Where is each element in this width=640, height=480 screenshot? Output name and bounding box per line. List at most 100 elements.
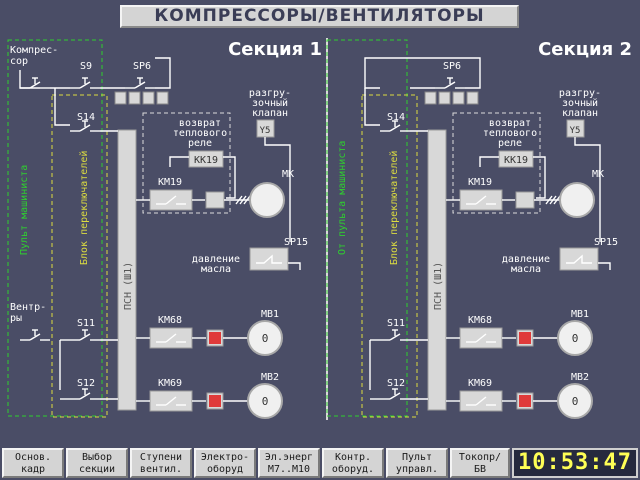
phase-mark: [545, 195, 553, 205]
footer-toolbar: Основ. кадр Выбор секции Ступени вентил.…: [0, 447, 640, 480]
switch-s9[interactable]: [70, 77, 100, 89]
contactor-km68[interactable]: [149, 327, 193, 349]
compressor-motor: [249, 182, 285, 218]
wire: [364, 57, 465, 89]
unload-valve-y5-label: Y5: [570, 126, 581, 136]
fuse-terminal: [438, 91, 451, 105]
switch-s14[interactable]: [70, 120, 100, 132]
fans-label-2: ры: [10, 313, 22, 324]
phase-mark: [239, 195, 247, 205]
compressor-label-2: сор: [10, 56, 28, 67]
footer-button-main-frame[interactable]: Основ. кадр: [2, 448, 64, 478]
switch-blade: [79, 124, 91, 132]
fuse-terminal: [142, 91, 155, 105]
fan1-motor-label: МВ1: [261, 309, 279, 320]
fans-pushbutton[interactable]: [20, 329, 50, 341]
thermal-relay-kk19-label: КК19: [194, 155, 218, 166]
wire: [465, 57, 481, 89]
unload-valve-label: разгру-: [559, 88, 601, 99]
thermal-relay-box: [142, 112, 231, 214]
switch-s12-label: S12: [77, 378, 95, 389]
switch-s11-label: S11: [387, 318, 405, 329]
fan1-motor: [247, 320, 283, 356]
relay-return-label-3: реле: [188, 138, 212, 149]
contactor-km68[interactable]: [459, 327, 503, 349]
footer-button-electrical-equipment[interactable]: Электро- оборуд: [194, 448, 256, 478]
psn-bus-label: ПСН (Ш1): [433, 262, 444, 310]
fan2-motor-label: МВ2: [571, 372, 589, 383]
wire: [19, 70, 40, 89]
wire: [574, 137, 601, 242]
compressor-motor: [559, 182, 595, 218]
wire: [533, 156, 546, 199]
footer-button-pantograph-breaker[interactable]: Токопр/ БВ: [450, 448, 510, 478]
contactor-km69-label: КМ69: [158, 378, 182, 389]
switch-blade: [29, 333, 41, 341]
section-title: Секция 2: [538, 39, 632, 60]
switch-sp6-label: SP6: [443, 61, 461, 72]
switch-blade: [79, 333, 91, 341]
footer-button-section-select[interactable]: Выбор секции: [66, 448, 128, 478]
contactor-km68-label: КМ68: [468, 315, 492, 326]
fuse-terminal: [128, 91, 141, 105]
fan2-motor-state: 0: [572, 395, 579, 408]
page-title: КОМПРЕССОРЫ/ВЕНТИЛЯТОРЫ: [120, 5, 519, 28]
switch-s12[interactable]: [70, 388, 100, 400]
footer-button-control-panel[interactable]: Пульт управл.: [386, 448, 448, 478]
wire: [54, 88, 70, 126]
wire: [479, 156, 499, 167]
relay-return-label-3: реле: [498, 138, 522, 149]
oil-pressure-switch-label: SP15: [594, 237, 618, 248]
oil-pressure-label-2: масла: [511, 264, 541, 275]
oil-pressure-label: давление: [192, 254, 240, 265]
switch-s11[interactable]: [70, 329, 100, 341]
contactor-km69[interactable]: [459, 390, 503, 412]
footer-button-equipment-control[interactable]: Контр. оборуд.: [322, 448, 384, 478]
psn-bus: [117, 129, 137, 411]
fuse-terminal: [156, 91, 169, 105]
contactor-km69-label: КМ69: [468, 378, 492, 389]
contact: [165, 195, 177, 205]
switch-blade: [79, 81, 91, 89]
fan2-motor-label: МВ2: [261, 372, 279, 383]
switch-s11[interactable]: [380, 329, 410, 341]
remote-panel-label: Пульт машиниста: [19, 165, 30, 255]
switch-s12-label: S12: [387, 378, 405, 389]
fuse-terminal: [114, 91, 127, 105]
footer-button-energy-meters[interactable]: Эл.энерг М7..М10: [258, 448, 320, 478]
thermal-relay-kk19[interactable]: [498, 150, 534, 168]
fan1-motor: [557, 320, 593, 356]
thermal-relay-kk19[interactable]: [188, 150, 224, 168]
compressor-relay: [205, 191, 225, 209]
contactor-km19[interactable]: [149, 189, 193, 211]
switch-s14[interactable]: [380, 120, 410, 132]
switch-sp6[interactable]: [435, 77, 465, 89]
switch-sp6[interactable]: [125, 77, 155, 89]
switch-block-label: Блок переключателей: [388, 151, 400, 265]
oil-pressure-label-2: масла: [201, 264, 231, 275]
compressor-pushbutton[interactable]: [20, 77, 50, 89]
fan1-alarm-fill: [519, 332, 531, 344]
thermal-relay-box: [452, 112, 541, 214]
schematic-diagram: Секция 1 Пульт машиниста Блок переключател…: [7, 38, 632, 420]
switch-blade: [389, 333, 401, 341]
compressor-relay: [515, 191, 535, 209]
oil-pressure-switch-label: SP15: [284, 237, 308, 248]
contactor-km68-label: КМ68: [158, 315, 182, 326]
fans-label: Вентр-: [10, 302, 46, 313]
switch-blade: [444, 81, 456, 89]
switch-blade: [389, 392, 401, 400]
switch-s12[interactable]: [380, 388, 410, 400]
phase-mark: [235, 195, 243, 205]
unload-valve-label: разгру-: [249, 88, 291, 99]
switch-blade: [134, 81, 146, 89]
contactor-km19[interactable]: [459, 189, 503, 211]
section-title: Секция 1: [228, 39, 322, 60]
fan2-motor: [557, 383, 593, 419]
fan2-alarm-fill: [519, 395, 531, 407]
footer-button-fan-stages[interactable]: Ступени вентил.: [130, 448, 192, 478]
contactor-km69[interactable]: [149, 390, 193, 412]
oil-pressure-label: давление: [502, 254, 550, 265]
